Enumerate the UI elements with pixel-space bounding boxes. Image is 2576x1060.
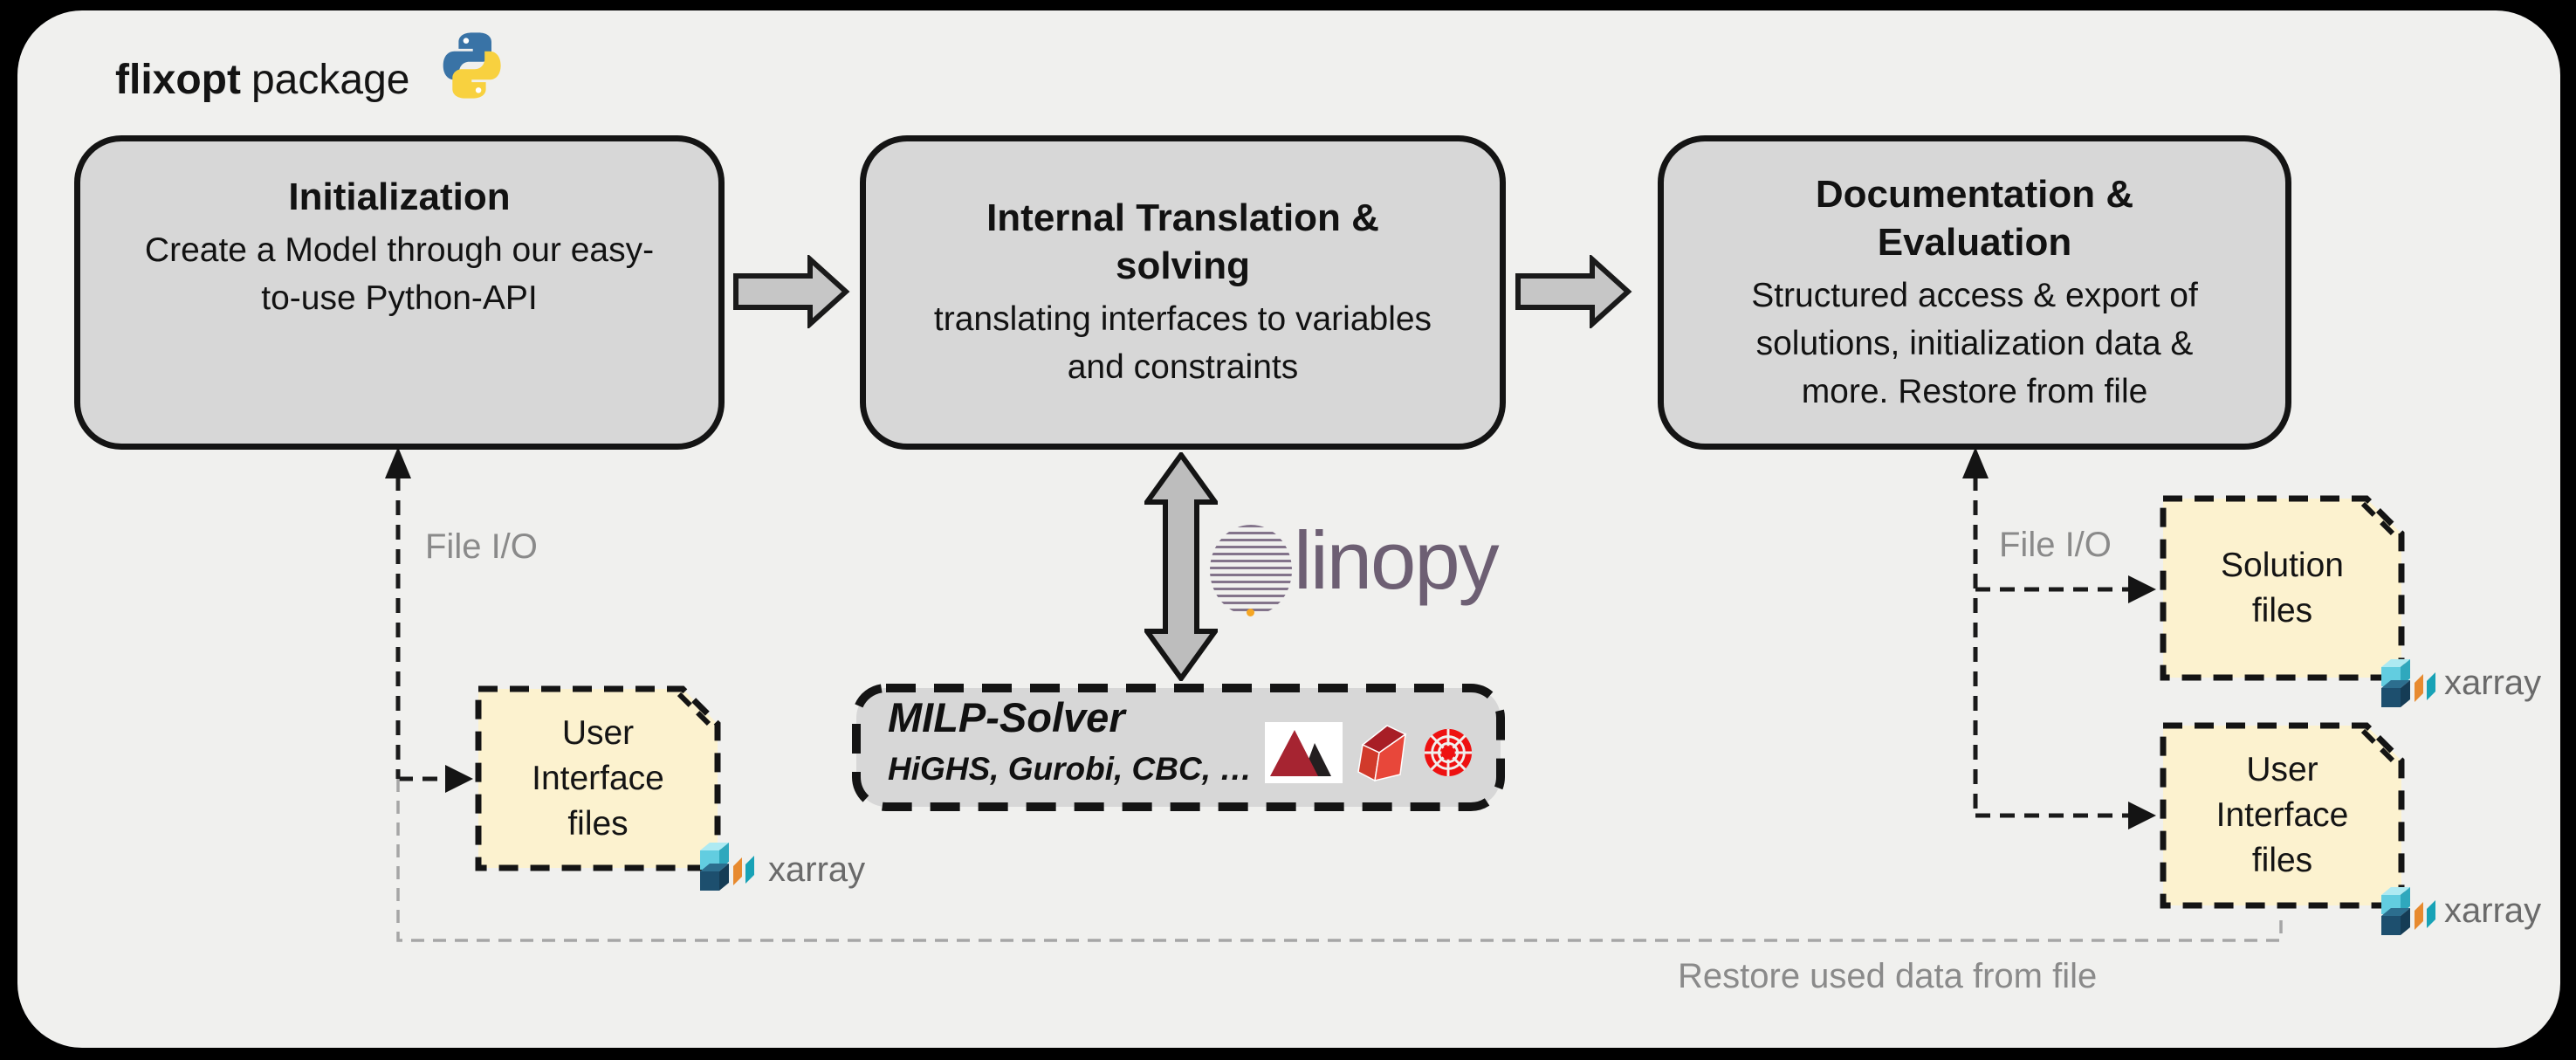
- xarray-logo-icon: [2381, 659, 2435, 707]
- linopy-logo-dot-icon: [1247, 609, 1254, 616]
- stage-description-documentation-evaluation: Structured access & export of solutions,…: [1751, 276, 2198, 410]
- file-box-label: User Interface files: [2215, 751, 2349, 879]
- page-title-bold: flixopt: [115, 57, 241, 103]
- file-box-outline: [2160, 722, 2405, 909]
- stage-box-documentation-evaluation: Documentation & Evaluation Structured ac…: [1658, 135, 2291, 450]
- linopy-label: linopy: [1294, 514, 1500, 606]
- cbc-logo-icon: [1424, 728, 1473, 777]
- xarray-logo-icon: [700, 843, 754, 891]
- arrow-right-icon: [1515, 255, 1632, 328]
- restore-data-label: Restore used data from file: [1678, 957, 2098, 995]
- highs-logo-icon: [1265, 722, 1343, 783]
- arrow-right-icon: [733, 255, 850, 328]
- stage-box-initialization: Initialization Create a Model through ou…: [74, 135, 725, 450]
- file-box-outline: [475, 685, 721, 871]
- arrow-up-down-icon: [1144, 452, 1218, 681]
- file-box-label: Solution files: [2221, 546, 2344, 630]
- stage-title-translation-solving: Internal Translation & solving: [986, 196, 1379, 287]
- file-box-user-interface-left: User Interface files: [473, 684, 723, 873]
- milp-solver-title: MILP-Solver: [888, 694, 1125, 740]
- stage-description-initialization: Create a Model through our easy- to-use …: [144, 231, 655, 317]
- solver-logos: [1265, 721, 1473, 784]
- stage-description-translation-solving: translating interfaces to variables and …: [933, 300, 1432, 386]
- linopy-logo-icon: [1210, 525, 1292, 616]
- file-box-outline: [2160, 495, 2405, 681]
- gurobi-logo-icon: [1357, 725, 1407, 782]
- stage-title-documentation-evaluation: Documentation & Evaluation: [1815, 172, 2134, 264]
- file-io-label-left: File I/O: [425, 527, 538, 566]
- file-box-solution: Solution files: [2158, 493, 2407, 683]
- stage-title-initialization: Initialization: [288, 176, 511, 218]
- file-box-user-interface-right: User Interface files: [2158, 720, 2407, 911]
- xarray-label: xarray: [2444, 891, 2542, 930]
- xarray-logo-icon: [2381, 887, 2435, 935]
- file-io-label-right: File I/O: [1999, 526, 2112, 564]
- stage-box-translation-solving: Internal Translation & solving translati…: [860, 135, 1506, 450]
- xarray-label: xarray: [2444, 664, 2542, 702]
- xarray-label: xarray: [768, 850, 866, 889]
- python-logo-icon: [443, 32, 501, 99]
- file-box-label: User Interface files: [532, 713, 664, 843]
- milp-solver-list: HiGHS, Gurobi, CBC, …: [888, 751, 1253, 787]
- milp-solver-box: MILP-Solver HiGHS, Gurobi, CBC, …: [851, 683, 1506, 812]
- page-title-rest: package: [251, 57, 410, 103]
